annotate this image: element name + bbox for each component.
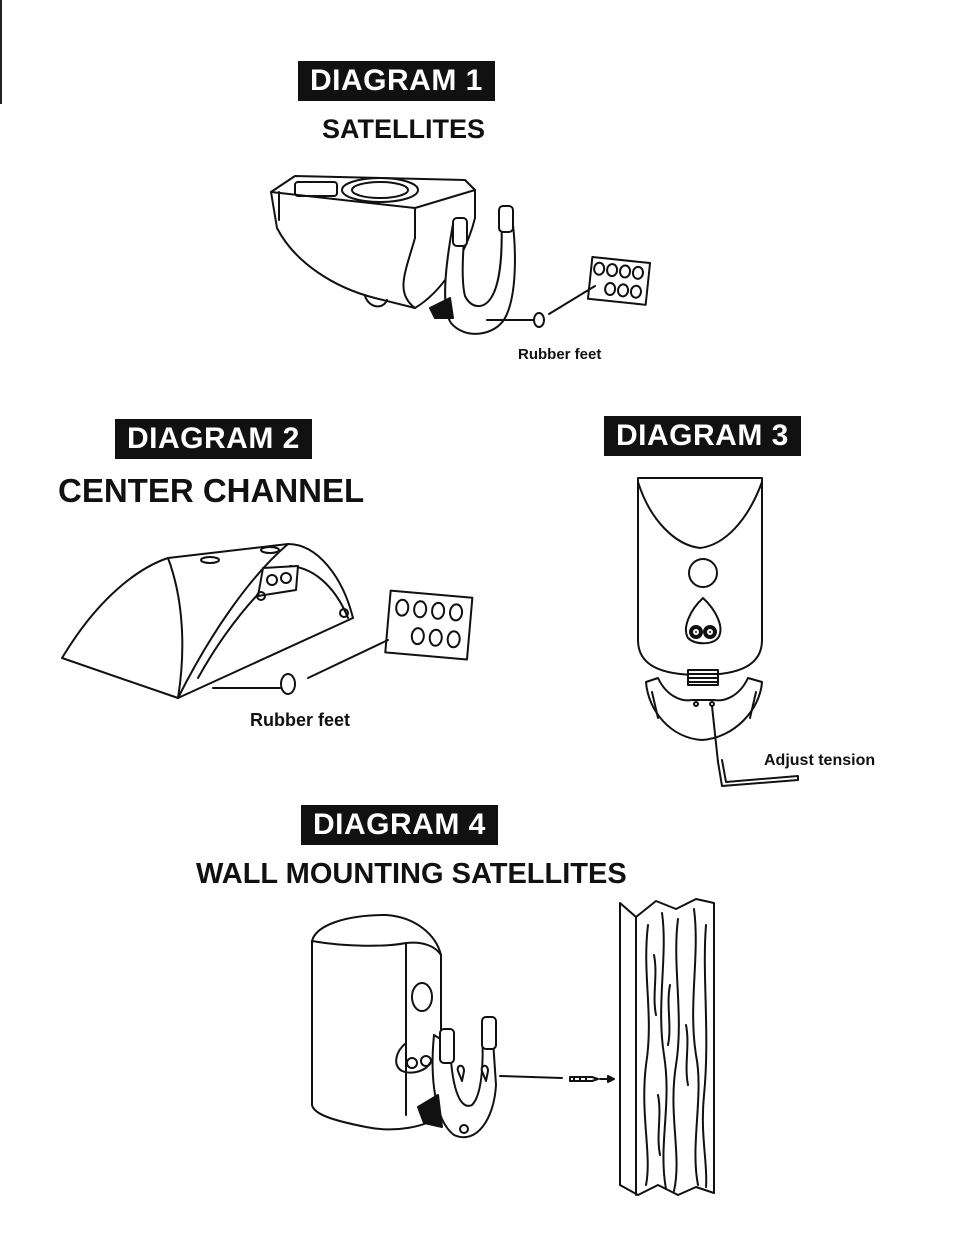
diagram-2-badge: DIAGRAM 2 [115,419,312,459]
diagram-3-badge: DIAGRAM 3 [604,416,801,456]
diagram-1-title: SATELLITES [322,114,486,144]
diagram-1-rubber-feet-label: Rubber feet [518,346,602,363]
wall-mounting-illustration [306,895,726,1200]
diagram-2-title: CENTER CHANNEL [58,472,365,509]
satellite-rear-view-illustration [630,470,830,792]
center-channel-speaker-illustration [58,538,478,708]
diagram-3-adjust-tension-label: Adjust tension [764,752,876,769]
page-edge-mark [0,0,2,104]
diagram-1-badge: DIAGRAM 1 [298,61,495,101]
satellite-speaker-illustration [265,168,655,348]
diagram-4-title: WALL MOUNTING SATELLITES [196,858,627,890]
diagram-4-badge: DIAGRAM 4 [301,805,498,845]
diagram-2-rubber-feet-label: Rubber feet [250,710,351,730]
